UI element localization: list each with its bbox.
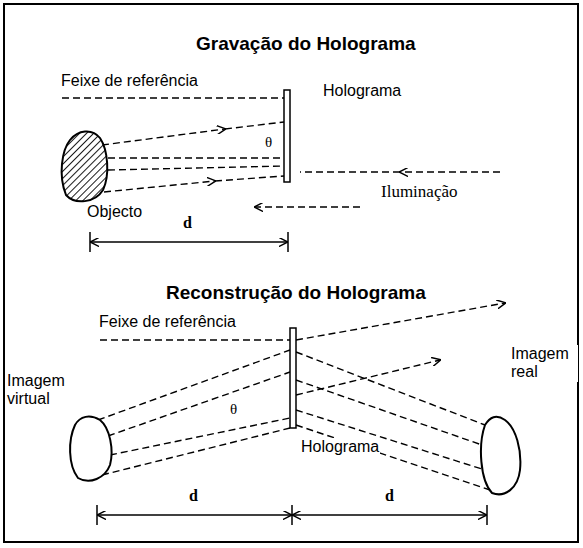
dimension-line	[97, 505, 487, 525]
angle-label: θ	[264, 134, 273, 151]
angle-label: θ	[229, 401, 238, 418]
dimension-label: d	[188, 487, 199, 505]
beam-label: Feixe de referência	[98, 313, 237, 331]
illumination-label: Iluminação	[380, 182, 458, 202]
beam-label: Feixe de referência	[60, 72, 199, 90]
plate-label: Holograma	[322, 82, 402, 100]
hologram-plate	[290, 328, 296, 428]
image-label: Imagem real	[510, 345, 578, 382]
section-title: Reconstrução do Holograma	[165, 282, 427, 304]
virtual-image-shape	[70, 417, 111, 481]
light-rays-recording	[62, 98, 500, 207]
dimension-label: d	[384, 487, 395, 505]
frame	[4, 4, 578, 542]
section-title: Gravação do Holograma	[195, 33, 417, 55]
plate-label: Holograma	[300, 438, 380, 456]
object-label: Objecto	[86, 203, 143, 221]
image-label: Imagem virtual	[6, 372, 74, 409]
dimension-label: d	[182, 214, 193, 232]
object-shape	[62, 131, 108, 201]
light-rays-reconstruction	[98, 303, 505, 490]
hologram-plate	[284, 90, 290, 182]
dimension-line	[90, 232, 288, 252]
real-image-shape	[481, 417, 520, 494]
